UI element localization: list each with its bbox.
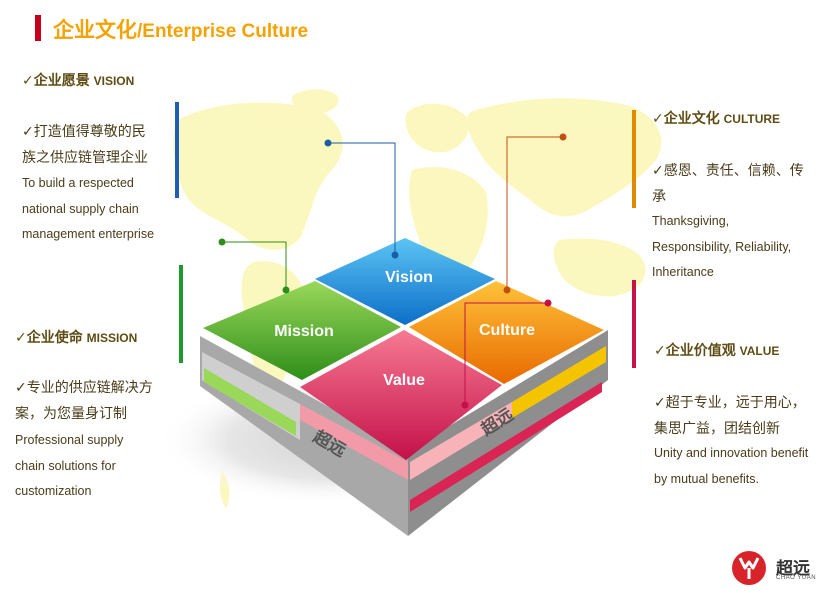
vision-heading-en: VISION <box>93 74 135 88</box>
connector-dots <box>218 133 567 409</box>
logo-subtitle: CHAO YUAN <box>776 575 817 581</box>
value-heading-zh: ✓企业价值观 <box>654 342 736 358</box>
mission-tile <box>203 281 401 380</box>
vision-text-zh: ✓打造值得尊敬的民族之供应链管理企业 <box>22 123 148 165</box>
value-tile-label: Value <box>383 372 425 389</box>
vision-text-en: To build a respected national supply cha… <box>22 176 155 241</box>
culture-tile <box>409 281 604 384</box>
page-title: 企业文化/Enterprise Culture <box>53 14 308 44</box>
page-title-zh: 企业文化 <box>53 19 137 42</box>
vision-heading: ✓企业愿景 VISION <box>22 70 134 90</box>
value-heading: ✓企业价值观 VALUE <box>654 340 779 360</box>
value-text-en: Unity and innovation benefit by mutual b… <box>654 446 809 486</box>
culture-heading: ✓企业文化 CULTURE <box>652 108 780 128</box>
value-connector <box>464 302 548 405</box>
mission-connector <box>222 241 287 290</box>
culture-text-zh: ✓感恩、责任、信赖、传承 <box>652 162 804 204</box>
culture-connector <box>506 136 563 290</box>
vision-tile-label: Vision <box>385 269 433 286</box>
culture-text-en: Thanksgiving, Responsibility, Reliabilit… <box>652 214 792 279</box>
value-text-zh: ✓超于专业，远于用心，集思广益，团结创新 <box>654 394 806 436</box>
value-tile <box>300 330 502 460</box>
mission-text-zh: ✓专业的供应链解决方案，为您量身订制 <box>15 379 153 421</box>
pyramid-base <box>200 330 608 536</box>
vision-accent-bar <box>175 102 179 198</box>
mission-heading: ✓企业使命 MISSION <box>15 327 137 347</box>
culture-heading-zh: ✓企业文化 <box>652 110 720 126</box>
connector-lines <box>222 136 563 405</box>
logo-icon <box>732 551 766 585</box>
pyramid-top <box>203 238 604 460</box>
vision-heading-zh: ✓企业愿景 <box>22 72 90 88</box>
vision-tile <box>315 238 495 325</box>
mission-text-en: Professional supply chain solutions for … <box>15 433 124 498</box>
logo-name: 超远 <box>776 559 810 578</box>
title-accent-bar <box>35 15 41 41</box>
value-heading-en: VALUE <box>739 344 780 358</box>
culture-tile-label: Culture <box>479 322 535 339</box>
culture-accent-bar <box>632 110 636 208</box>
vision-connector <box>328 142 396 255</box>
value-accent-bar <box>632 280 636 368</box>
culture-heading-en: CULTURE <box>723 112 781 126</box>
mission-heading-en: MISSION <box>86 331 138 345</box>
mission-tile-label: Mission <box>274 323 334 340</box>
mission-heading-zh: ✓企业使命 <box>15 329 83 345</box>
mission-accent-bar <box>179 265 183 363</box>
page-title-en: /Enterprise Culture <box>137 21 309 42</box>
